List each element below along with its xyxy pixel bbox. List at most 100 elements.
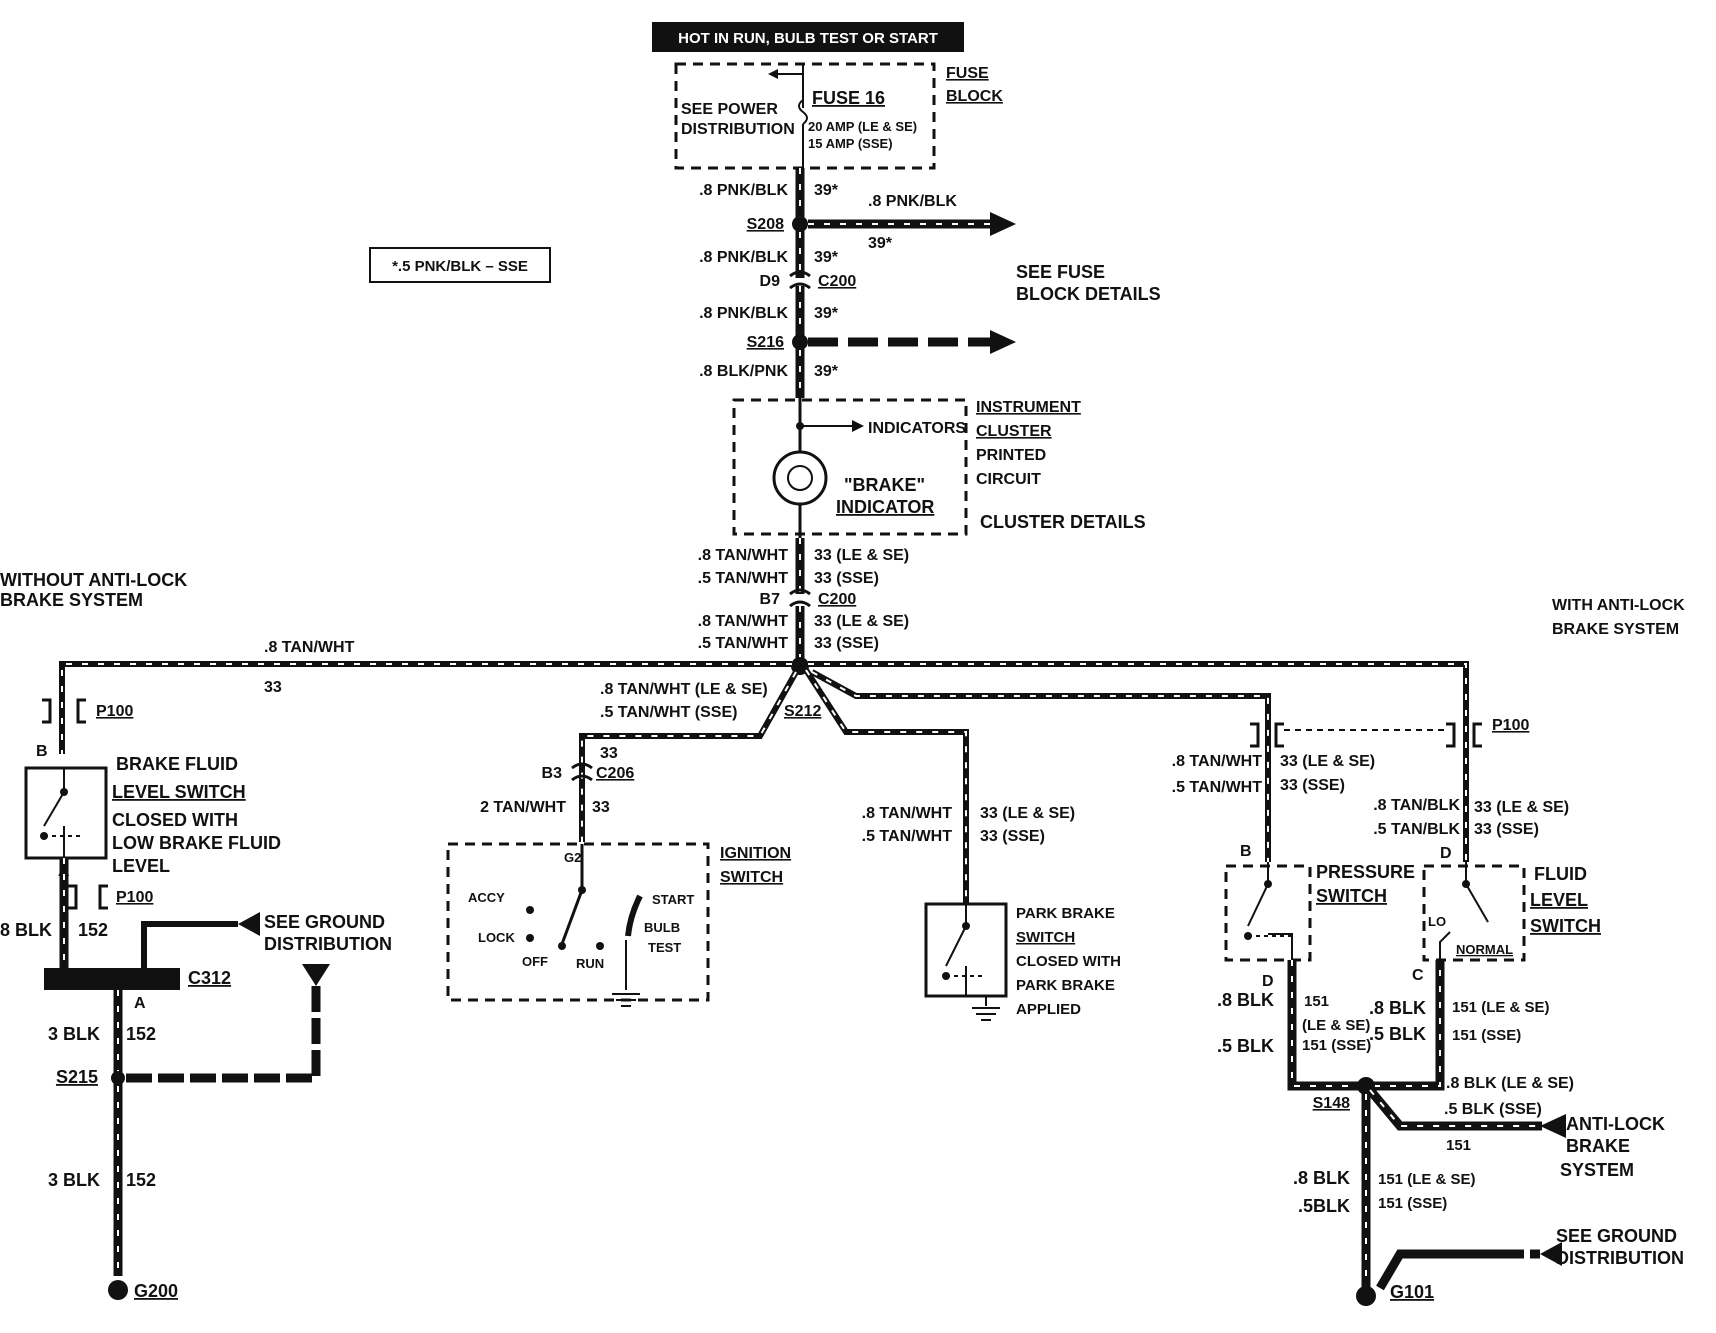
note-text: *.5 PNK/BLK – SSE [392, 258, 528, 275]
c200-connector-icon [789, 588, 811, 608]
cluster-details: CLUSTER DETAILS [980, 512, 1146, 532]
hot-label: HOT IN RUN, BULB TEST OR START [678, 30, 938, 47]
wire-number: 33 [600, 745, 618, 762]
arrow-left-icon [1540, 1114, 1566, 1138]
wire-color: .5BLK [1298, 1196, 1350, 1216]
wire-number: 33 (SSE) [1280, 777, 1345, 794]
see-fuse-line2: BLOCK DETAILS [1016, 284, 1161, 304]
cluster-title-2: CLUSTER [976, 423, 1052, 440]
ground-icon [1356, 1286, 1376, 1306]
wire-number: 151 (LE & SE) [1378, 1171, 1476, 1188]
fuse-block: SEE POWER DISTRIBUTION FUSE 16 20 AMP (L… [674, 62, 1003, 170]
s148-label: S148 [1313, 1095, 1350, 1112]
p100-label: P100 [96, 703, 133, 720]
wire-color: .8 TAN/WHT [698, 613, 789, 630]
ignition-switch-box [446, 842, 710, 1002]
start-label: START [652, 892, 694, 907]
c200-connector-icon [789, 270, 811, 290]
wire-number: (LE & SE) [1302, 1017, 1370, 1034]
wire-color: .8 BLK [1293, 1168, 1350, 1188]
wire-number: 39* [814, 249, 839, 266]
c200-label: C200 [818, 273, 856, 290]
cluster-title-4: CIRCUIT [976, 471, 1041, 488]
s215-splice-icon [111, 1071, 125, 1085]
main-trunk: .8 PNK/BLK 39* .8 PNK/BLK 39* S208 .8 PN… [699, 168, 1161, 398]
switch-label-2: LEVEL SWITCH [112, 782, 246, 802]
wire-number: 39* [814, 305, 839, 322]
wire-number: 33 (SSE) [980, 828, 1045, 845]
s208-splice-icon [792, 216, 808, 232]
abs-label-3: SYSTEM [1560, 1160, 1634, 1180]
arrow-right-icon [990, 212, 1016, 236]
s215-label: S215 [56, 1067, 98, 1087]
g200-label: G200 [134, 1281, 178, 1301]
g2-label: G2 [564, 850, 581, 865]
fuse-rating-sse: 15 AMP (SSE) [808, 136, 893, 151]
wire-number: 33 (LE & SE) [814, 613, 909, 630]
c312-connector-icon [44, 968, 180, 990]
c312-label: C312 [188, 968, 231, 988]
wire-color: .8 BLK (LE & SE) [1446, 1075, 1574, 1092]
fuse-block-title-2: BLOCK [946, 88, 1003, 105]
b7-label: B7 [760, 591, 781, 608]
branch-wire-color: .8 PNK/BLK [868, 193, 957, 210]
switch-label-5: LEVEL [112, 856, 170, 876]
ground-icon [108, 1280, 128, 1300]
wire-color: .8 PNK/BLK [699, 182, 788, 199]
wire-number: 39* [814, 363, 839, 380]
see-ground-line2: DISTRIBUTION [1556, 1248, 1684, 1268]
wire-color: .5 TAN/BLK [1373, 821, 1460, 838]
park-brake-label-3: CLOSED WITH [1016, 953, 1121, 970]
pin-c-label: C [1412, 967, 1424, 984]
fuse-rating-le-se: 20 AMP (LE & SE) [808, 119, 917, 134]
normal-label: NORMAL [1456, 942, 1513, 957]
abs-label-2: BRAKE [1566, 1136, 1630, 1156]
wire-color: .8 TAN/BLK [1373, 797, 1460, 814]
pin-d-label: D [1262, 973, 1274, 990]
wire-number: 151 [1304, 993, 1329, 1010]
with-abs-title-2: BRAKE SYSTEM [1552, 621, 1679, 638]
wire-color: 2 TAN/WHT [480, 799, 566, 816]
park-brake-label-2: SWITCH [1016, 929, 1075, 946]
park-brake-label-1: PARK BRAKE [1016, 905, 1115, 922]
wire-color: .8 TAN/WHT [1172, 753, 1263, 770]
wire-color: .8 PNK/BLK [699, 249, 788, 266]
arrow-right-icon [990, 330, 1016, 354]
wire-number: 33 [592, 799, 610, 816]
wire-color: .8 TAN/WHT (LE & SE) [600, 681, 768, 698]
brake-fluid-level-switch-icon [24, 766, 108, 860]
cluster-title-1: INSTRUMENT [976, 399, 1081, 416]
indicator-label: INDICATOR [836, 497, 934, 517]
wire-number: 33 (LE & SE) [1474, 799, 1569, 816]
arrow-left-icon [1540, 1242, 1562, 1266]
test-label: TEST [648, 940, 681, 955]
c206-connector-icon [571, 762, 593, 782]
wire-color: .5 TAN/WHT [1172, 779, 1263, 796]
ignition-title-1: IGNITION [720, 845, 791, 862]
ground-arrow-icon [302, 964, 330, 986]
note-box: *.5 PNK/BLK – SSE [369, 247, 551, 283]
p100-label: P100 [1492, 717, 1529, 734]
with-abs-circuit: WITH ANTI-LOCK BRAKE SYSTEM P100 .8 TAN/… [808, 597, 1685, 1306]
cluster-title-3: PRINTED [976, 447, 1046, 464]
park-brake-circuit: .8 TAN/WHT 33 (LE & SE) .5 TAN/WHT 33 (S… [803, 668, 1121, 1021]
s212-label: S212 [784, 703, 821, 720]
switch-label-3: CLOSED WITH [112, 810, 238, 830]
with-abs-title-1: WITH ANTI-LOCK [1552, 597, 1685, 614]
without-abs-title-1: WITHOUT ANTI-LOCK [0, 570, 187, 590]
wire-number: 151 (LE & SE) [1452, 999, 1550, 1016]
pressure-switch-label-1: PRESSURE [1316, 862, 1415, 882]
see-power-label: SEE POWER [681, 101, 778, 118]
see-fuse-line1: SEE FUSE [1016, 262, 1105, 282]
wire-color: .8 BLK [0, 920, 52, 940]
below-cluster-trunk: .8 TAN/WHT 33 (LE & SE) .5 TAN/WHT 33 (S… [698, 538, 909, 720]
s212-splice-icon [791, 657, 809, 675]
wire-number: 33 (SSE) [1474, 821, 1539, 838]
p100-connector-icon [68, 884, 108, 910]
p100-connector-icon [42, 698, 86, 724]
p100-connector-icon [1250, 722, 1284, 748]
arrow-left-icon [238, 912, 260, 936]
pin-b-label: B [36, 743, 48, 760]
